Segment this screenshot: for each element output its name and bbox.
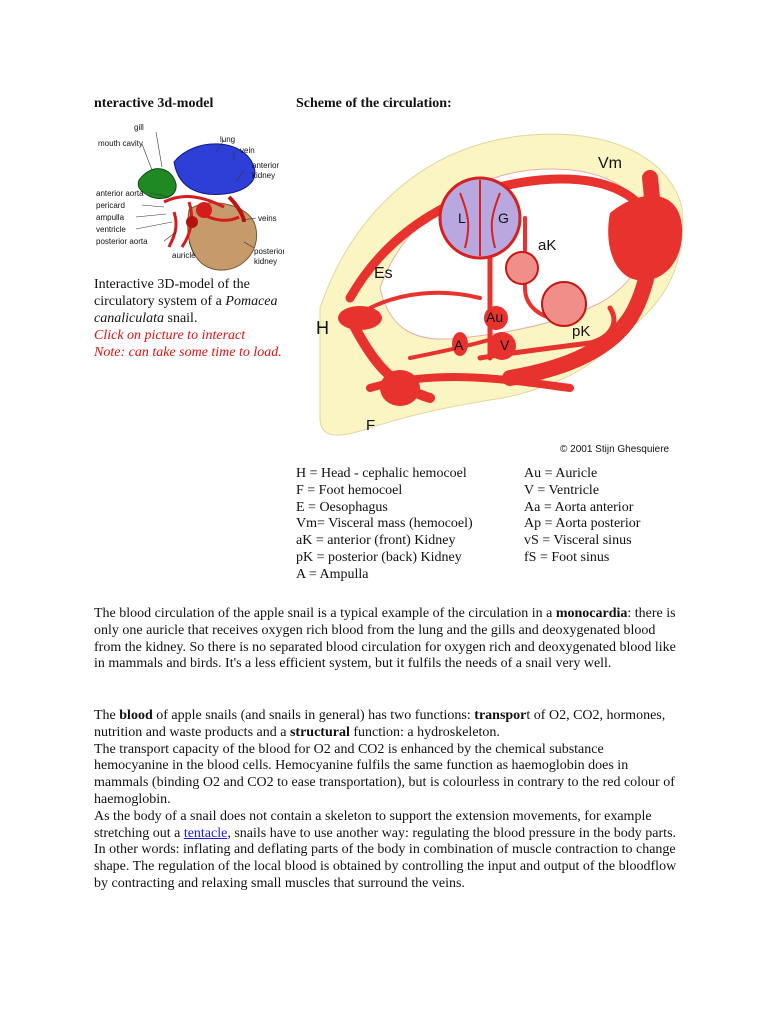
legend-item: vS = Visceral sinus [524, 533, 632, 549]
legend-item: V = Ventricle [524, 482, 600, 498]
scheme-label-v: V [500, 337, 510, 353]
caption-species: Pomacea canaliculata [94, 294, 278, 326]
model-caption: Interactive 3D-model of the circulatory … [94, 276, 284, 361]
para1-text-2: : there is only one auricle that receive… [94, 606, 676, 672]
para2-text-1: The [94, 708, 120, 723]
scheme-label-l: L [458, 210, 466, 226]
legend-item: Au = Auricle [524, 466, 598, 481]
legend-item: H = Head - cephalic hemocoel [296, 466, 467, 481]
legend-item: A = Ampulla [296, 566, 369, 582]
legend-item: Ap = Aorta posterior [524, 516, 641, 532]
click-instruction: Click on picture to interact [94, 328, 246, 343]
model-heading: nteractive 3d-model [94, 96, 214, 111]
scheme-heading: Scheme of the circulation: [296, 96, 452, 111]
legend-item: pK = posterior (back) Kidney [296, 549, 462, 565]
label-gill: gill [134, 123, 144, 132]
circulation-scheme-diagram: Vm L G aK Es H Au pK A V F © 2001 Stijn … [316, 133, 684, 455]
tentacle-link[interactable]: tentacle [183, 825, 228, 841]
label-lung: lung [220, 135, 235, 144]
legend-item: fS = Foot sinus [524, 549, 610, 565]
para2-text-6: , snails have to use another way: regula… [94, 825, 677, 891]
label-posterior-kidney-2: kidney [254, 257, 277, 266]
legend-right-column: Au = Auricle V = Ventricle Aa = Aorta an… [524, 466, 640, 567]
label-anterior-kidney-1: anterior [252, 161, 279, 170]
para2-text-3: t of O2, CO2, hormones, nutrition and wa… [94, 708, 666, 740]
legend-item: Aa = Aorta anterior [524, 499, 634, 515]
caption-text-2: snail. [164, 311, 198, 326]
label-posterior-aorta: posterior aorta [96, 237, 148, 246]
para2-text-5: As the body of a snail does not contain … [94, 808, 652, 841]
legend-item: E = Oesophagus [296, 499, 388, 515]
label-posterior-kidney-1: posterior [254, 247, 284, 256]
legend-left-column: H = Head - cephalic hemocoel F = Foot he… [296, 466, 473, 584]
para2-bold-structural: structural [289, 724, 350, 740]
label-mouth-cavity: mouth cavity [98, 139, 143, 148]
scheme-label-h: H [316, 318, 329, 338]
para2-bold-blood: blood [119, 708, 153, 723]
label-ampulla: ampulla [96, 213, 125, 222]
scheme-copyright: © 2001 Stijn Ghesquiere [560, 444, 670, 455]
paragraph-blood-functions: The blood of apple snails (and snails in… [94, 708, 680, 893]
scheme-label-au: Au [486, 309, 503, 325]
para2-text-4: function: a hydroskeleton. [349, 724, 500, 740]
circulation-scheme-image: Vm L G aK Es H Au pK A V F © 2001 Stijn … [310, 118, 686, 456]
scheme-label-g: G [498, 210, 509, 226]
interactive-3d-model-image[interactable]: gill mouth cavity lung vein anterior kid… [94, 122, 284, 274]
snail-3d-model-illustration: gill mouth cavity lung vein anterior kid… [96, 123, 284, 271]
scheme-label-a: A [454, 337, 464, 353]
legend-item: Vm= Visceral mass (hemocoel) [296, 516, 473, 532]
scheme-label-es: Es [374, 265, 393, 282]
label-anterior-kidney-2: kidney [252, 171, 275, 180]
paragraph-monocardia: The blood circulation of the apple snail… [94, 606, 680, 673]
scheme-label-pk: pK [572, 323, 590, 340]
scheme-label-vm: Vm [598, 155, 622, 172]
para1-text-1: The blood circulation of the apple snail… [94, 606, 556, 621]
legend-item: F = Foot hemocoel [296, 482, 403, 498]
para2-text-2: of apple snails (and snails in general) … [152, 708, 475, 723]
para2-hemocyanine: The transport capacity of the blood for … [94, 741, 675, 807]
scheme-label-ak: aK [538, 237, 556, 254]
para1-bold-monocardia: monocardia [555, 606, 628, 621]
label-anterior-aorta: anterior aorta [96, 189, 144, 198]
load-note: Note: can take some time to load. [94, 345, 282, 360]
label-pericard: pericard [96, 201, 125, 210]
label-ventricle: ventricle [96, 225, 126, 234]
scheme-label-f: F [366, 417, 375, 434]
label-vein: vein [240, 146, 255, 155]
caption-text-1: Interactive 3D-model of the circulatory … [94, 277, 250, 309]
label-veins: veins [258, 214, 277, 223]
label-auricle: auricle [172, 251, 196, 260]
para2-bold-transport: transpor [474, 708, 527, 723]
legend-item: aK = anterior (front) Kidney [296, 533, 456, 549]
